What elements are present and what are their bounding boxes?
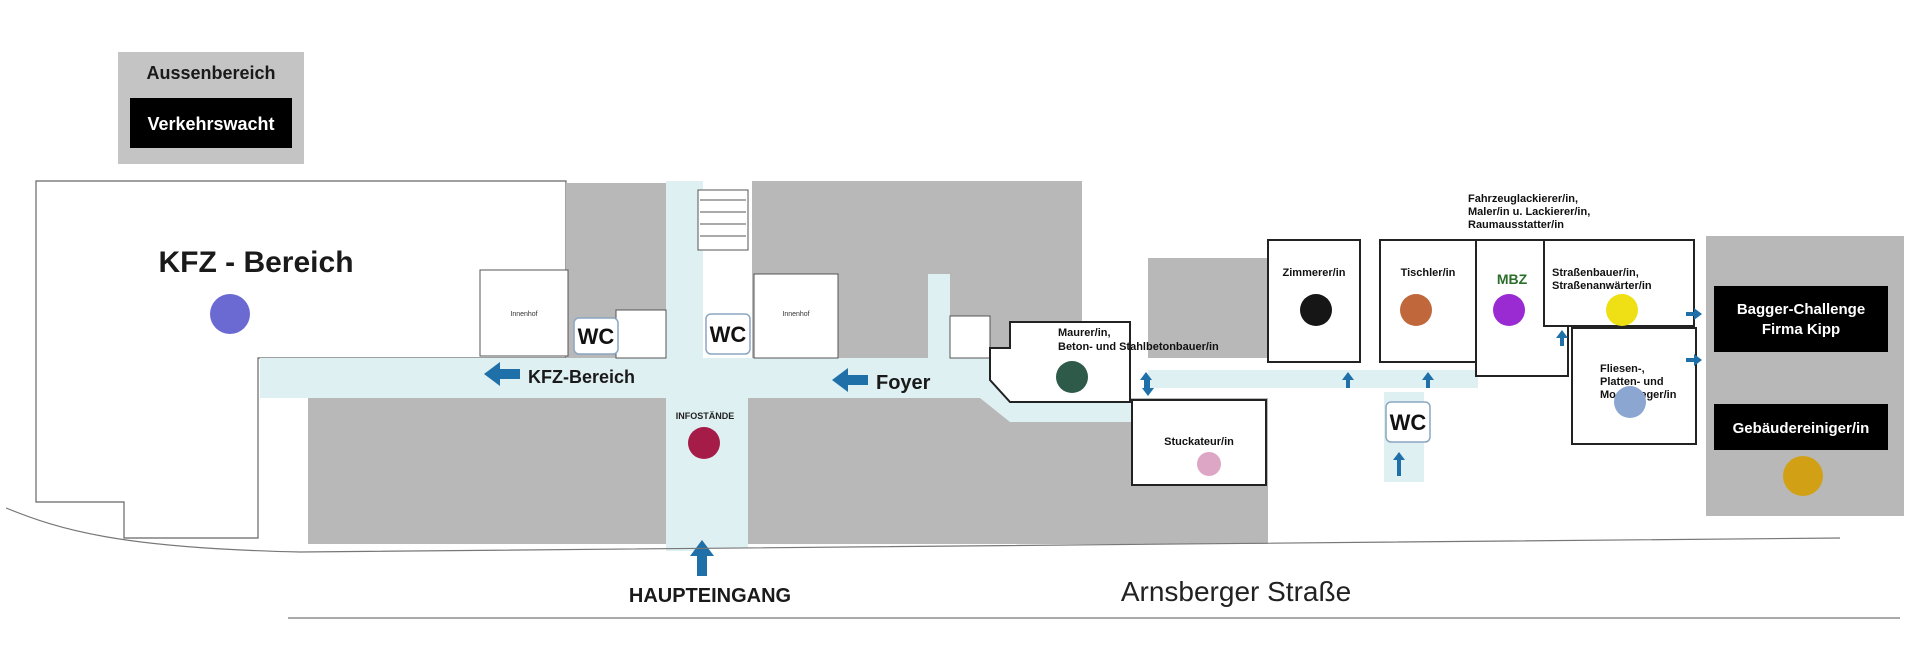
zimmerer-dot [1300, 294, 1332, 326]
arrow-up-icon [1342, 372, 1354, 388]
wc-center-label: WC [710, 322, 747, 347]
arrow-left-icon [484, 362, 520, 386]
small-arrows [1140, 308, 1702, 396]
corridor-foyer-riser [928, 274, 950, 370]
corridor-diagonal [976, 358, 1148, 422]
direction-foyer: Foyer [832, 368, 931, 394]
arrow-left-icon [832, 368, 868, 392]
direction-kfz: KFZ-Bereich [484, 362, 635, 387]
outdoor-title: Aussenbereich [146, 63, 275, 83]
innenhof-right-label: Innenhof [782, 311, 809, 318]
room-stuckateur: Stuckateur/in [1131, 399, 1267, 486]
innenhof-right [753, 273, 839, 359]
street-edge-upper [5, 507, 1841, 553]
wc-left-label: WC [578, 324, 615, 349]
fahrzeug-dot [1493, 294, 1525, 326]
foyer-label: Foyer [876, 372, 931, 394]
stuckateur-dot [1197, 452, 1221, 476]
corridor-east [1148, 370, 1478, 388]
main-entrance-label: HAUPTEINGANG [629, 585, 791, 607]
arrow-up-icon [1422, 372, 1434, 388]
right-panel: Bagger-Challenge Firma Kipp Gebäudereini… [1714, 286, 1888, 496]
kfz-title: KFZ - Bereich [158, 246, 353, 279]
stuckateur-label: Stuckateur/in [1164, 436, 1234, 448]
verkehrswacht-box [130, 98, 292, 148]
verkehrswacht-label: Verkehrswacht [147, 114, 274, 134]
outdoor-area: Aussenbereich Verkehrswacht [118, 52, 304, 164]
bagger-label-line2: Firma Kipp [1762, 321, 1840, 338]
corridor-main [260, 358, 990, 398]
courtyards: Innenhof Innenhof [479, 189, 991, 359]
maurer-room-outline [989, 321, 1131, 403]
strassenbau-dot [1606, 294, 1638, 326]
fahrzeug-label-line2: Maler/in u. Lackierer/in, [1468, 206, 1590, 218]
maurer-dot [1056, 361, 1088, 393]
mbz-logo: MBZ [1497, 271, 1528, 287]
kfz-direction-label: KFZ-Bereich [528, 367, 635, 387]
maurer-label-line1: Maurer/in, [1058, 327, 1111, 339]
wc-center[interactable]: WC [705, 313, 751, 355]
innenhof-left [479, 269, 569, 357]
tischler-label: Tischler/in [1401, 267, 1456, 279]
fahrzeug-label-line1: Fahrzeuglackierer/in, [1468, 193, 1578, 205]
bagger-label-line1: Bagger-Challenge [1737, 301, 1865, 318]
wc-center-box [705, 313, 751, 355]
wc-left[interactable]: WC [573, 317, 619, 355]
fahrzeug-label-line3: Raumausstatter/in [1468, 219, 1564, 231]
strassenbau-label-line1: Straßenbauer/in, [1552, 267, 1639, 279]
fliesen-label-line1: Fliesen-, [1600, 363, 1645, 375]
block-g [1148, 258, 1268, 358]
maurer-label-line2: Beton- und Stahlbetonbauer/in [1058, 341, 1219, 353]
arrow-left-icon [1686, 354, 1702, 366]
corridor-infostaende [666, 398, 748, 548]
gebaeude-dot [1783, 456, 1823, 496]
wc-right-box [1385, 401, 1431, 443]
stuckateur-room-outline [1131, 399, 1267, 486]
street: Arnsberger Straße [5, 507, 1900, 619]
kfz-area: KFZ - Bereich [35, 180, 567, 539]
fliesen-dot [1614, 386, 1646, 418]
wc-right-label: WC [1390, 410, 1427, 435]
small-room-center [949, 315, 991, 359]
block-d2 [478, 398, 663, 544]
block-f [308, 450, 388, 505]
gebaeude-label: Gebäudereiniger/in [1733, 420, 1870, 437]
fliesen-room-outline [1571, 327, 1697, 445]
room-maurer: Maurer/in, Beton- und Stahlbetonbauer/in [989, 321, 1219, 403]
tischler-dot [1400, 294, 1432, 326]
bagger-box [1714, 286, 1888, 352]
small-room-left [615, 309, 667, 359]
kfz-dot [210, 294, 250, 334]
arrow-down-icon [1142, 380, 1154, 396]
wc-right[interactable]: WC [1385, 401, 1431, 443]
main-entrance: HAUPTEINGANG [629, 540, 791, 607]
arrow-up-icon [1556, 330, 1568, 346]
wc-left-box [573, 317, 619, 355]
rooms-center-right: Zimmerer/in Tischler/in MBZ Fahrzeuglack… [1267, 193, 1697, 445]
innenhof-left-label: Innenhof [510, 311, 537, 318]
zimmerer-label: Zimmerer/in [1283, 267, 1346, 279]
strassenbau-label-line2: Straßenanwärter/in [1552, 280, 1652, 292]
infostaende-label: INFOSTÄNDE [676, 411, 735, 421]
arrow-left-icon [1686, 308, 1702, 320]
infostaende-dot [688, 427, 720, 459]
gebaeude-box [1714, 404, 1888, 450]
corridors [260, 181, 1478, 551]
infostaende: INFOSTÄNDE [676, 411, 735, 459]
arrow-up-icon [1393, 452, 1405, 476]
street-name: Arnsberger Straße [1121, 576, 1351, 607]
stairwell [697, 189, 749, 251]
fliesen-label-line2: Platten- und [1600, 376, 1664, 388]
